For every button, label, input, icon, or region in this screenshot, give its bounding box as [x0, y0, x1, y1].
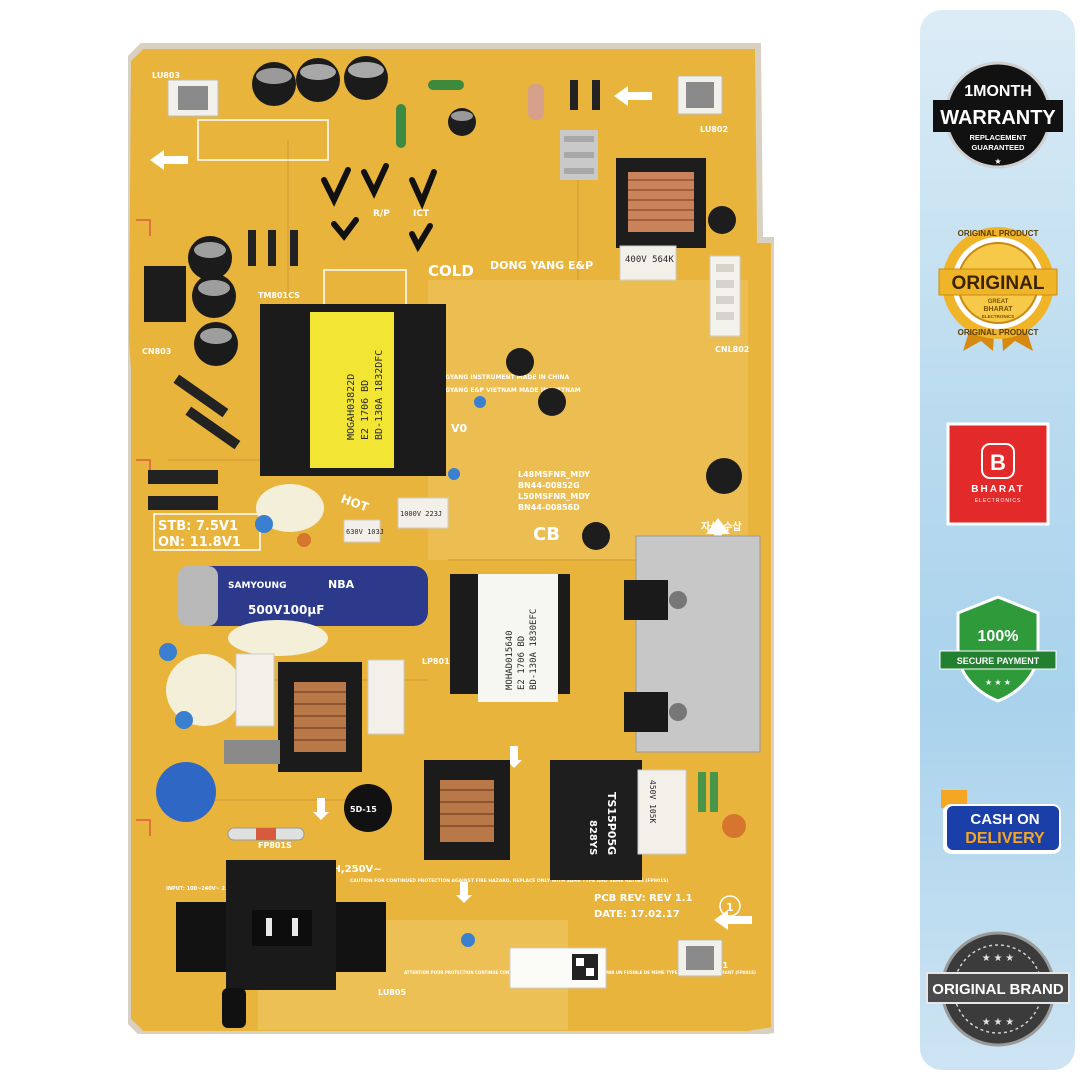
pcb-rev: PCB REV: REV 1.1	[594, 893, 693, 904]
warranty-main: WARRANTY	[940, 107, 1056, 129]
bulk-cap-brand: SAMYOUNG	[228, 581, 286, 591]
ref-tm801: TM801CS	[258, 291, 300, 300]
original-product-seal: ORIGINAL PRODUCT ORIGINAL GREAT BHARAT E…	[920, 223, 1075, 353]
ref-circle-1: 1	[726, 901, 734, 914]
xfmr2-line2: E2 1706 BD	[517, 636, 527, 690]
secure-pct: 100%	[977, 628, 1018, 645]
ref-cn803: CN803	[142, 347, 171, 356]
input-rating: INPUT: 100~240V~ 2.0A 50/60Hz	[166, 886, 259, 892]
xfmr1-line1: MOGAH03822D	[346, 374, 357, 440]
top-capacitors	[252, 56, 388, 106]
heatsink	[624, 535, 761, 753]
model-3: L50MSFNR_MDY	[518, 492, 590, 501]
xfmr1-line2: E2 1706 BD	[360, 380, 371, 440]
ref-lu802: LU802	[700, 125, 728, 134]
cash-on-delivery-badge: CASH ON DELIVERY	[920, 780, 1075, 860]
brand-letter: B	[990, 450, 1006, 475]
model-1: L48MSFNR_MDY	[518, 470, 590, 479]
bulk-capacitor: SAMYOUNG NBA 500V100μF	[178, 566, 428, 626]
secure-payment-badge: 100% SECURE PAYMENT ★ ★ ★	[920, 593, 1075, 705]
original-brand-1: GREAT	[987, 299, 1008, 305]
maker-label: DONG YANG E&P	[490, 259, 593, 272]
ref-lu805: LU805	[378, 988, 406, 997]
pcb-date: DATE: 17.02.17	[594, 909, 680, 920]
model-4: BN44-00856D	[518, 503, 580, 512]
stb-voltage: STB: 7.5V1	[158, 519, 238, 534]
brand-logo: B BHARAT ELECTRONICS	[920, 422, 1075, 526]
warranty-badge: 1MONTH WARRANTY REPLACEMENT GUARANTEED ★	[920, 60, 1075, 170]
secondary-transformer: MOHAD015640 E2 1706 BD BD-130A 1830EFC	[450, 574, 570, 702]
model-2: BN44-00852G	[518, 481, 580, 490]
cap-1000v-label: 1000V 223J	[400, 510, 442, 518]
cap-400v-label: 400V 564K	[625, 255, 674, 265]
original-brand-label: ORIGINAL BRAND	[932, 981, 1064, 998]
cod-line2: DELIVERY	[965, 830, 1045, 847]
warranty-sub2: GUARANTEED	[971, 143, 1025, 152]
brand-name: BHARAT	[971, 484, 1024, 495]
original-ring-top: ORIGINAL PRODUCT	[957, 229, 1038, 238]
original-brand-2: BHARAT	[983, 306, 1013, 313]
stars-icon-top: ★ ★ ★	[981, 953, 1013, 964]
caution-text: CAUTION FOR CONTINUED PROTECTION AGAINST…	[350, 878, 669, 884]
made-in-china: DONGYANG INSTRUMENT MADE IN CHINA	[430, 374, 570, 381]
bulk-cap-series: NBA	[328, 578, 355, 591]
product-photo-power-board: COLD DONG YANG E&P HOT CB V0 R/P ICT 자삽,…	[128, 40, 774, 1034]
fuse-rating: T5AH,250V~	[311, 864, 382, 875]
line-choke	[278, 662, 362, 772]
cb-label: CB	[533, 524, 560, 545]
ref-fp801: FP801S	[258, 841, 292, 850]
badge-panel: 1MONTH WARRANTY REPLACEMENT GUARANTEED ★…	[920, 10, 1075, 1070]
xfmr1-line3: BD-130A 1832DFC	[374, 350, 385, 440]
ict-label: ICT	[413, 209, 430, 219]
warranty-top: 1MONTH	[964, 83, 1032, 100]
ac-inlet	[176, 860, 386, 1028]
ntc-label: 5D-15	[350, 805, 377, 814]
cap-450v-label: 450V 105K	[648, 780, 657, 824]
ref-cnl802: CNL802	[715, 345, 749, 354]
cold-label: COLD	[428, 262, 474, 280]
v0-label: V0	[451, 422, 468, 435]
xfmr2-line1: MOHAD015640	[505, 630, 515, 690]
original-brand-3: ELECTRONICS	[981, 314, 1013, 319]
star-icon: ★	[994, 157, 1001, 166]
ic-label: TS15P05G	[605, 792, 618, 855]
on-voltage: ON: 11.8V1	[158, 535, 241, 550]
stars-icon-bottom: ★ ★ ★	[981, 1017, 1013, 1028]
made-in-vietnam: DONGYANG E&P VIETNAM MADE IN VIETNAM	[430, 387, 581, 394]
bulk-cap-rating: 500V100μF	[248, 603, 324, 617]
warranty-sub1: REPLACEMENT	[969, 133, 1027, 142]
original-brand-badge: ★ ★ ★ ORIGINAL BRAND ★ ★ ★	[920, 925, 1075, 1055]
brand-sub: ELECTRONICS	[974, 498, 1021, 504]
main-transformer: MOGAH03822D E2 1706 BD BD-130A 1832DFC	[260, 304, 446, 476]
box-icon	[940, 790, 967, 808]
original-main: ORIGINAL	[951, 273, 1044, 294]
ic-code: 828YS	[587, 820, 598, 855]
cap-630v-label: 630V 103J	[346, 528, 384, 536]
stars-icon: ★ ★ ★	[985, 678, 1011, 687]
secure-label: SECURE PAYMENT	[956, 656, 1039, 666]
ref-lp801: LP801CS	[422, 657, 462, 666]
original-ring-bottom: ORIGINAL PRODUCT	[957, 328, 1038, 337]
xfmr2-line3: BD-130A 1830EFC	[529, 609, 539, 690]
ref-lu803: LU803	[152, 71, 180, 80]
cod-line1: CASH ON	[970, 811, 1039, 828]
rp-label: R/P	[373, 209, 390, 219]
